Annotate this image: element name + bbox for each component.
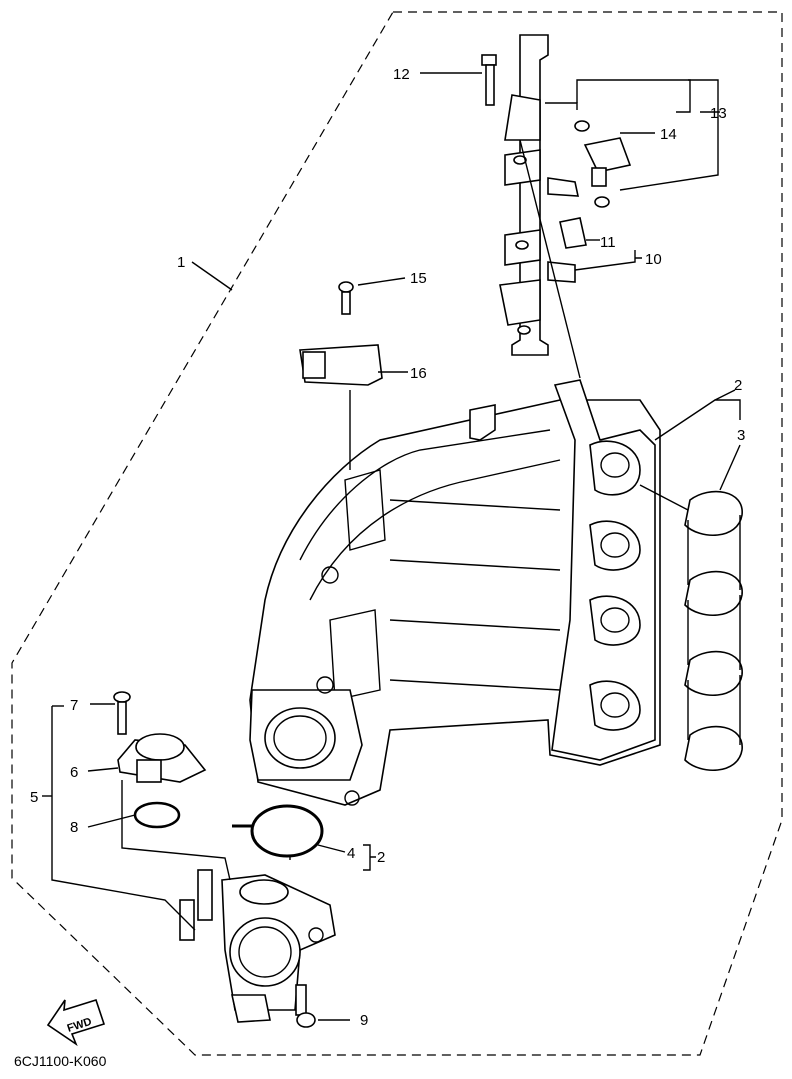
callout-1: 1: [177, 254, 185, 271]
callout-8: 8: [70, 819, 78, 836]
callout-10: 10: [645, 251, 662, 268]
fuel-injector: [574, 120, 632, 208]
manifold-gasket: [684, 490, 743, 771]
callout-3: 3: [737, 427, 745, 444]
tps-screw-7: [113, 691, 131, 735]
callout-6: 6: [70, 764, 78, 781]
callout-4-group: 2: [377, 849, 385, 866]
callout-16: 16: [410, 365, 427, 382]
sensor-bolt-15: [338, 281, 354, 315]
callout-11: 11: [600, 234, 616, 251]
callout-12: 12: [393, 66, 410, 83]
callout-15: 15: [410, 270, 427, 287]
callout-4: 4: [347, 845, 355, 862]
leader-lines: [42, 72, 741, 1021]
sensor-16: [299, 344, 383, 386]
bolt-12: [481, 54, 497, 106]
tps-o-ring: [133, 801, 181, 829]
throttle-o-ring: [250, 804, 324, 858]
throttle-bolt-9: [295, 984, 316, 1028]
forward-direction-arrow: FWD: [46, 999, 106, 1047]
callout-14: 14: [660, 126, 677, 143]
callout-9: 9: [360, 1012, 368, 1029]
callout-7: 7: [70, 697, 78, 714]
fuel-rail: [499, 34, 580, 356]
callout-5: 5: [30, 789, 38, 806]
callout-2: 2: [734, 377, 742, 394]
callouts: 1 2 3 4 2 5 6 7 8 9 10 11 12 13 14 15 16: [30, 66, 745, 1029]
callout-13: 13: [710, 105, 727, 122]
injector-clip: [559, 217, 587, 249]
intake-manifold: [249, 379, 661, 806]
diagram-code: 6CJ1100-K060: [14, 1053, 107, 1069]
assembly-boundary: [11, 11, 783, 1056]
throttle-body: [179, 869, 336, 1023]
throttle-position-sensor: [117, 733, 207, 783]
